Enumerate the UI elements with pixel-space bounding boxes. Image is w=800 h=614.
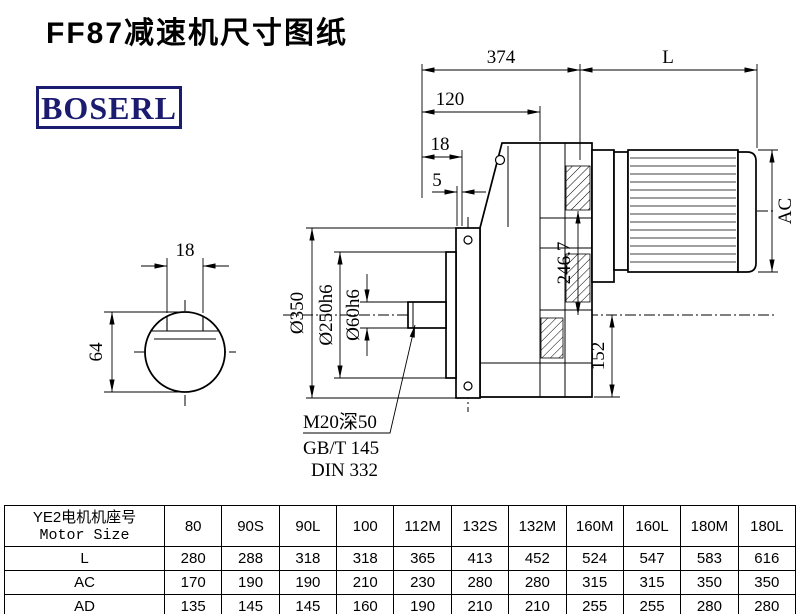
row-label: AD xyxy=(4,594,165,614)
table-cell: 365 xyxy=(393,546,452,571)
din-standard-note: DIN 332 xyxy=(311,460,378,481)
table-cell: 280 xyxy=(680,594,739,614)
table-row-L: L 280 288 318 318 365 413 452 524 547 58… xyxy=(4,546,797,571)
dim-18-label: 18 xyxy=(431,134,450,155)
column-header: 180L xyxy=(737,505,797,547)
table-cell: 145 xyxy=(221,594,280,614)
gb-standard-note: GB/T 145 xyxy=(303,438,379,459)
column-header: 132S xyxy=(450,505,510,547)
output-shaft xyxy=(407,301,447,329)
dim-AC-label: AC xyxy=(775,198,796,224)
table-cell: 255 xyxy=(565,594,624,614)
table-cell: 280 xyxy=(508,570,567,595)
gearbox-details xyxy=(412,143,592,397)
brand-logo-box: BOSERL xyxy=(36,86,182,129)
brand-logo-text: BOSERL xyxy=(41,89,177,126)
table-cell: 170 xyxy=(163,570,223,595)
table-cell: 135 xyxy=(163,594,223,614)
column-header: 180M xyxy=(680,505,739,547)
dim-dia350-label: Ø350 xyxy=(287,292,308,334)
row-label: L xyxy=(4,546,165,571)
table-row-AC: AC 170 190 190 210 230 280 280 315 315 3… xyxy=(4,570,797,595)
table-cell: 616 xyxy=(737,546,797,571)
table-cell: 280 xyxy=(163,546,223,571)
table-cell: 190 xyxy=(221,570,280,595)
mounting-flange xyxy=(455,227,481,399)
table-cell: 210 xyxy=(450,594,510,614)
gearbox-outline xyxy=(407,142,757,399)
dim-shaft-height xyxy=(104,311,190,393)
table-cell: 318 xyxy=(278,546,338,571)
table-cell: 288 xyxy=(221,546,280,571)
flange-spigot xyxy=(445,251,457,379)
dim-key18-label: 18 xyxy=(176,240,195,261)
motor-fins xyxy=(630,157,736,263)
table-cell: 210 xyxy=(508,594,567,614)
column-header: 112M xyxy=(393,505,452,547)
dim-246-label: 246.7 xyxy=(554,242,575,285)
table-cell: 524 xyxy=(565,546,624,571)
motor-flange-ring xyxy=(613,151,629,271)
dimension-lines xyxy=(303,64,778,434)
table-cell: 255 xyxy=(622,594,682,614)
table-cell: 210 xyxy=(336,570,395,595)
table-cell: 350 xyxy=(737,570,797,595)
table-cell: 280 xyxy=(450,570,510,595)
table-cell: 230 xyxy=(393,570,452,595)
table-cell: 452 xyxy=(508,546,567,571)
thread-note: M20深50 xyxy=(303,411,377,433)
motor-adapter xyxy=(591,149,615,283)
header-motor-size-cn: YE2电机机座号 xyxy=(32,508,137,526)
header-motor-size-cell: YE2电机机座号 Motor Size xyxy=(4,505,165,547)
column-header: 90S xyxy=(221,505,280,547)
column-header: 160L xyxy=(622,505,682,547)
dim-120-label: 120 xyxy=(436,89,465,110)
column-header: 132M xyxy=(508,505,567,547)
technical-drawing: 374 L 120 18 5 AC 246.7 152 Ø350 Ø250h6 … xyxy=(86,47,796,481)
keyway-lines xyxy=(152,317,218,340)
table-cell: 190 xyxy=(278,570,338,595)
dim-dia60-label: Ø60h6 xyxy=(343,289,364,341)
dim-5-label: 5 xyxy=(432,170,442,191)
table-cell: 280 xyxy=(737,594,797,614)
table-cell: 145 xyxy=(278,594,338,614)
table-header-row: YE2电机机座号 Motor Size 80 90S 90L 100 112M … xyxy=(4,505,797,547)
fan-cover xyxy=(737,151,757,273)
motor-dimension-table: YE2电机机座号 Motor Size 80 90S 90L 100 112M … xyxy=(4,505,797,614)
table-cell: 315 xyxy=(622,570,682,595)
column-header: 100 xyxy=(336,505,395,547)
row-label: AC xyxy=(4,570,165,595)
column-header: 80 xyxy=(163,505,223,547)
table-cell: 318 xyxy=(336,546,395,571)
table-cell: 413 xyxy=(450,546,510,571)
table-row-AD: AD 135 145 145 160 190 210 210 255 255 2… xyxy=(4,594,797,614)
thread-leader-line xyxy=(303,324,416,434)
table-cell: 547 xyxy=(622,546,682,571)
table-cell: 350 xyxy=(680,570,739,595)
table-cell: 190 xyxy=(393,594,452,614)
dim-dia250-label: Ø250h6 xyxy=(316,284,337,345)
dim-key-width xyxy=(141,258,229,313)
column-header: 160M xyxy=(565,505,624,547)
page-title: FF87减速机尺寸图纸 xyxy=(46,17,349,50)
dim-64-label: 64 xyxy=(86,342,107,362)
bolt-holes xyxy=(463,154,506,391)
header-motor-size-en: Motor Size xyxy=(39,526,130,544)
column-header: 90L xyxy=(278,505,338,547)
shaft-circle xyxy=(144,311,226,393)
table-cell: 583 xyxy=(680,546,739,571)
shaft-end-view xyxy=(104,258,229,393)
dim-L-label: L xyxy=(662,47,674,68)
table-cell: 315 xyxy=(565,570,624,595)
table-cell: 160 xyxy=(336,594,395,614)
dim-374-label: 374 xyxy=(487,47,516,68)
dim-152-label: 152 xyxy=(588,342,609,371)
